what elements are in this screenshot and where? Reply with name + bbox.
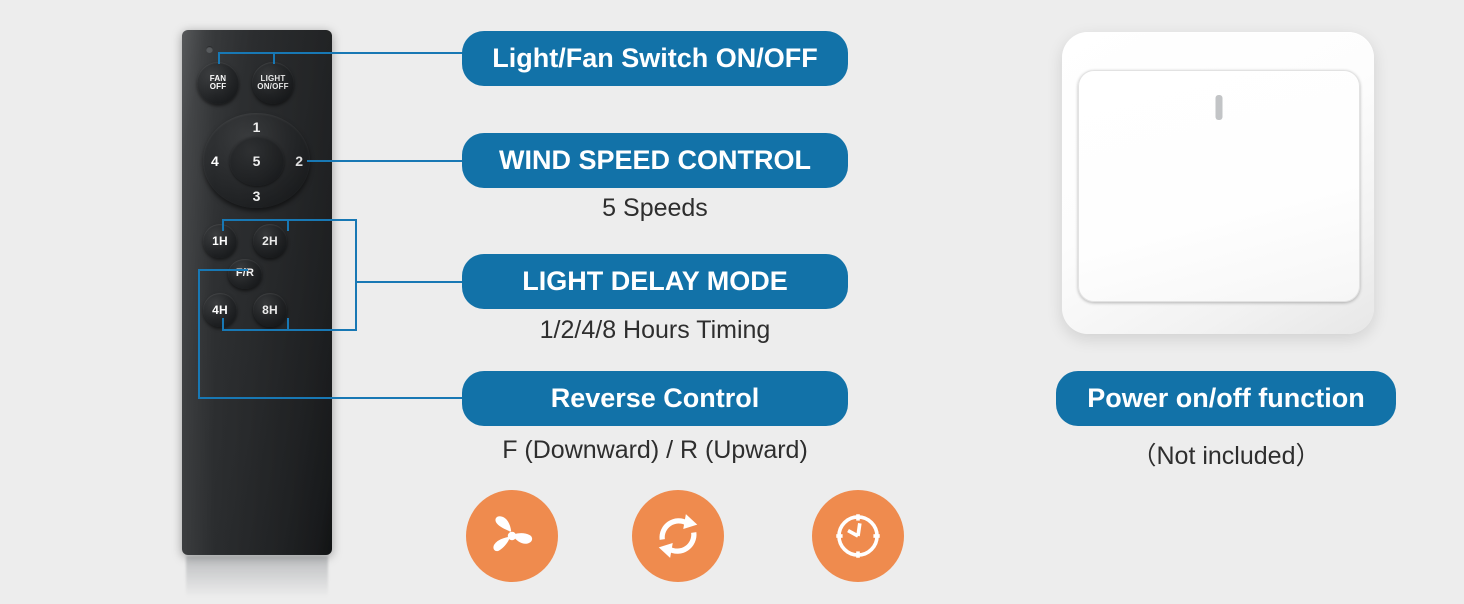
badge-light-delay-mode[interactable]: LIGHT DELAY MODE (462, 254, 848, 309)
timer-4h-button[interactable]: 4H (203, 293, 237, 327)
speed-dial[interactable]: 1 2 3 4 5 (203, 113, 310, 208)
caption-reverse-control: F (Downward) / R (Upward) (502, 436, 808, 464)
badge-reverse-control[interactable]: Reverse Control (462, 371, 848, 426)
badge-wind-speed-control[interactable]: WIND SPEED CONTROL (462, 133, 848, 188)
connector-3-tick-2h (287, 219, 289, 231)
remote-control: FAN OFF LIGHT ON/OFF 1 2 3 4 5 1H 2H F/R… (182, 30, 332, 604)
remote-body: FAN OFF LIGHT ON/OFF 1 2 3 4 5 1H 2H F/R… (182, 30, 332, 555)
timer-1h-button[interactable]: 1H (203, 224, 237, 258)
connector-3-top-line (222, 219, 357, 221)
speed-dial-4[interactable]: 4 (211, 152, 219, 169)
connector-3-bottom-line (222, 329, 357, 331)
clock-icon (812, 490, 904, 582)
wall-switch[interactable] (1062, 32, 1374, 334)
connector-4-line-to-badge (198, 397, 464, 399)
wall-switch-rocker[interactable] (1078, 70, 1360, 302)
connector-4-stub (198, 269, 248, 271)
speed-dial-5[interactable]: 5 (252, 152, 261, 169)
connector-1-line (218, 52, 464, 54)
fan-blade-icon (466, 490, 558, 582)
connector-3-tick-4h (222, 318, 224, 330)
caption-wall-switch: （Not included） (1131, 442, 1321, 470)
fan-off-button[interactable]: FAN OFF (197, 62, 239, 104)
connector-3-tick-8h (287, 318, 289, 330)
caption-wind-speed-control: 5 Speeds (602, 194, 708, 222)
speed-dial-center[interactable] (229, 135, 284, 186)
connector-3-tick-1h (222, 219, 224, 231)
speed-dial-3[interactable]: 3 (252, 188, 261, 204)
reverse-arrows-icon (632, 490, 724, 582)
connector-3-lower-riser (355, 281, 357, 331)
connector-4-riser (198, 269, 200, 399)
forward-reverse-button[interactable]: F/R (228, 259, 262, 289)
ir-led-icon (206, 46, 213, 53)
timer-2h-button[interactable]: 2H (253, 224, 287, 258)
badge-power-on-off-function[interactable]: Power on/off function (1056, 371, 1396, 426)
remote-reflection (186, 556, 328, 604)
connector-3-riser (355, 219, 357, 281)
connector-2-line (307, 160, 464, 162)
connector-1-tick-right (273, 52, 275, 64)
speed-dial-2[interactable]: 2 (295, 152, 303, 169)
connector-3-line-to-badge (355, 281, 464, 283)
badge-light-fan-switch[interactable]: Light/Fan Switch ON/OFF (462, 31, 848, 86)
wall-switch-indicator-icon (1215, 95, 1223, 120)
light-on-off-button[interactable]: LIGHT ON/OFF (252, 62, 294, 104)
speed-dial-1[interactable]: 1 (252, 119, 261, 135)
caption-light-delay-mode: 1/2/4/8 Hours Timing (539, 316, 771, 344)
timer-8h-button[interactable]: 8H (253, 293, 287, 327)
connector-1-tick-left (218, 52, 220, 64)
